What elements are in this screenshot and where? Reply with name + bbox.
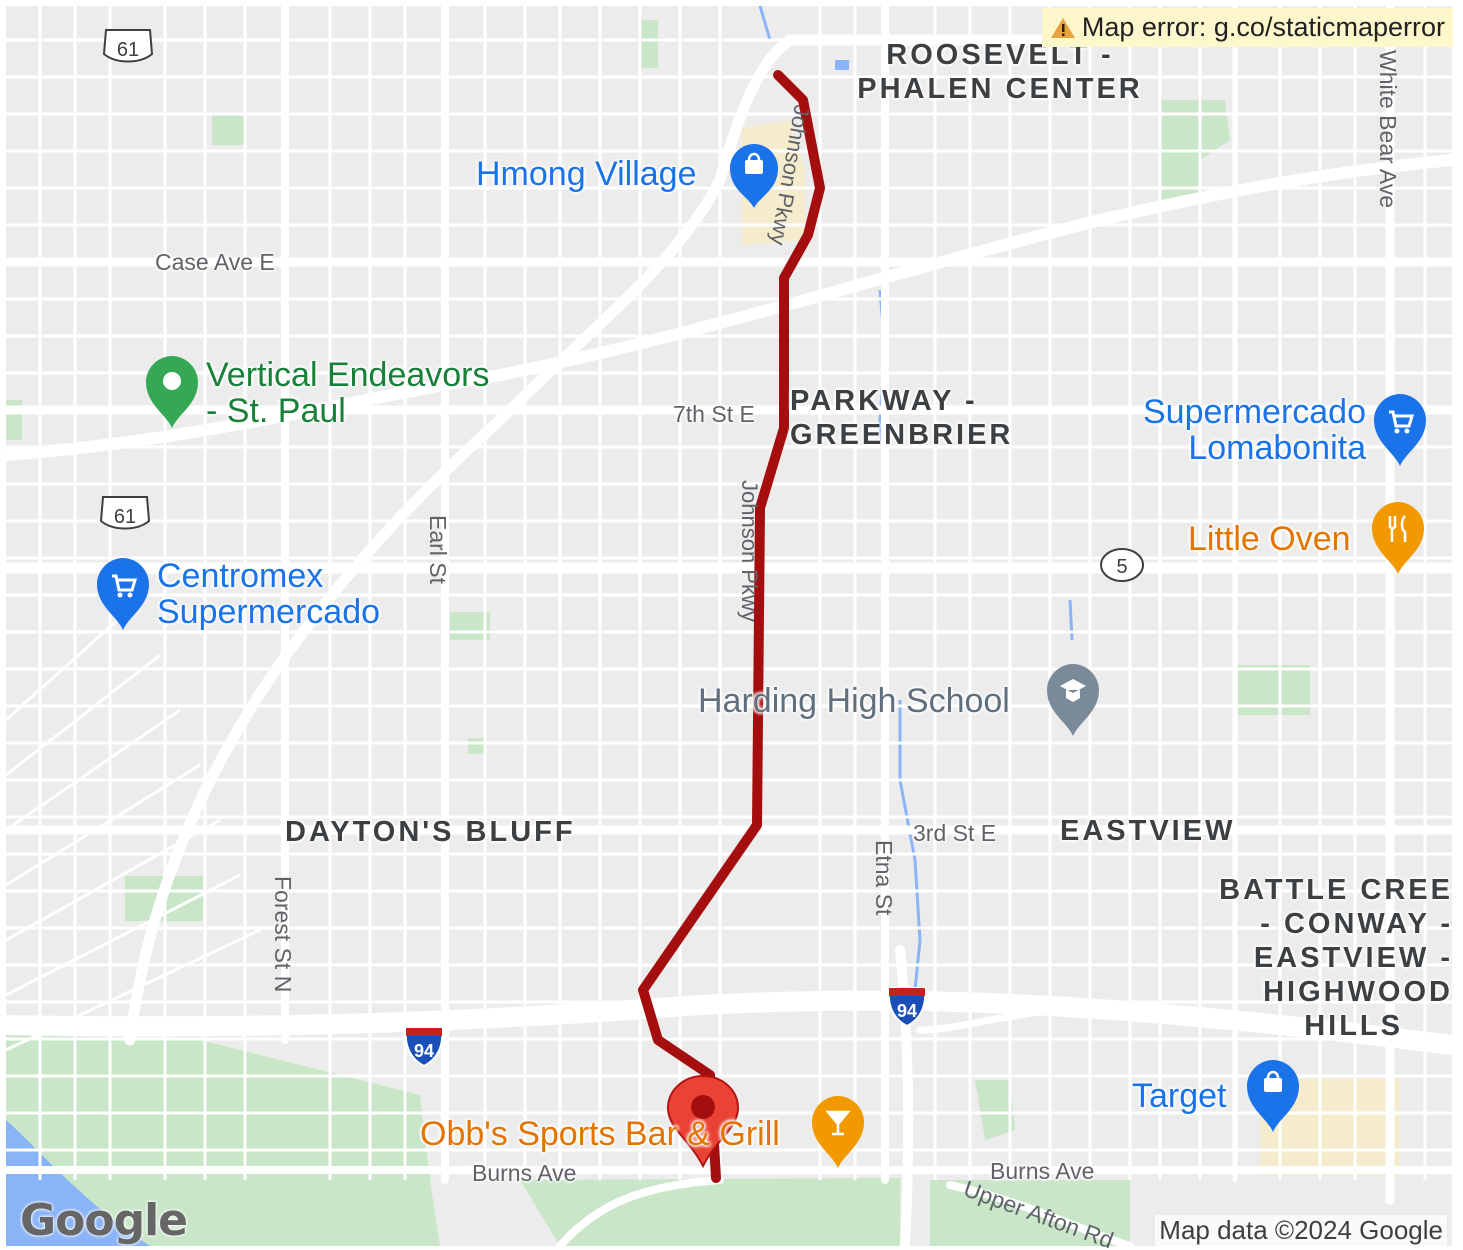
neighborhood-parkway-line2: GREENBRIER xyxy=(790,419,1014,451)
neighborhood-parkway-line1: PARKWAY - xyxy=(790,385,978,417)
street-white-bear: White Bear Ave xyxy=(1375,50,1401,208)
us61-top-shield-icon: 61 xyxy=(102,29,154,63)
route-line[interactable] xyxy=(638,70,825,1183)
street-earl: Earl St xyxy=(425,515,451,585)
obbs-bar-icon[interactable] xyxy=(812,1096,864,1168)
mn5-label: 5 xyxy=(1116,556,1127,578)
neighborhood-battle-line1: BATTLE CREE xyxy=(1219,874,1453,906)
mn5-shield-icon: 5 xyxy=(1100,548,1144,582)
street-grid xyxy=(4,6,1452,1180)
us61-top-label: 61 xyxy=(117,39,139,61)
target-icon[interactable] xyxy=(1247,1060,1299,1132)
centromex-icon[interactable] xyxy=(97,558,149,630)
neighborhood-battle-line2: - CONWAY - xyxy=(1260,908,1453,940)
street-etna: Etna St xyxy=(871,840,897,916)
destination-pin-icon[interactable] xyxy=(666,1074,740,1169)
poi-supermercado-line2: Lomabonita xyxy=(1188,429,1366,467)
neighborhood-roosevelt-line2: PHALEN CENTER xyxy=(857,73,1143,105)
map-error-banner[interactable]: Map error: g.co/staticmaperror xyxy=(1041,8,1453,47)
poi-centromex[interactable]: Centromex Supermercado xyxy=(157,558,380,630)
supermercado-lomabonita-icon[interactable] xyxy=(1374,394,1426,466)
neighborhood-battle-creek: BATTLE CREE - CONWAY - EASTVIEW - HIGHWO… xyxy=(1219,873,1453,1043)
poi-supermercado-lomabonita[interactable]: Supermercado Lomabonita xyxy=(1143,394,1366,466)
neighborhood-roosevelt: ROOSEVELT - PHALEN CENTER xyxy=(845,38,1155,106)
warning-icon xyxy=(1050,17,1075,38)
neighborhood-daytons-bluff: DAYTON'S BLUFF xyxy=(285,816,576,848)
i94-west-label: 94 xyxy=(414,1041,434,1061)
i94-east-label: 94 xyxy=(897,1001,917,1021)
street-burns-east: Burns Ave xyxy=(990,1158,1095,1184)
poi-centromex-line2: Supermercado xyxy=(157,593,381,631)
poi-harding-high-school[interactable]: Harding High School xyxy=(698,682,1010,720)
neighborhood-battle-line4: HIGHWOOD xyxy=(1263,976,1453,1008)
street-case-ave: Case Ave E xyxy=(155,249,275,275)
poi-little-oven[interactable]: Little Oven xyxy=(1188,520,1351,558)
i94-east-shield-icon: 94 xyxy=(887,987,927,1028)
poi-vertical-endeavors[interactable]: Vertical Endeavors - St. Paul xyxy=(206,357,490,429)
poi-obbs-sports-bar[interactable]: Obb's Sports Bar & Grill xyxy=(420,1115,780,1153)
minor-street xyxy=(5,873,241,997)
poi-hmong-village[interactable]: Hmong Village xyxy=(476,155,697,193)
poi-vertical-endeavors-line1: Vertical Endeavors xyxy=(206,356,490,394)
neighborhood-battle-line5: HILLS xyxy=(1304,1010,1403,1042)
google-logo: Google xyxy=(20,1195,188,1246)
us61-mid-shield-icon: 61 xyxy=(99,496,151,530)
minor-street xyxy=(5,653,161,777)
poi-supermercado-line1: Supermercado xyxy=(1142,393,1366,431)
neighborhood-eastview: EASTVIEW xyxy=(1060,815,1236,847)
poi-centromex-line1: Centromex xyxy=(157,557,324,595)
us61-mid-label: 61 xyxy=(114,506,136,528)
street-7th: 7th St E xyxy=(673,401,755,427)
poi-vertical-endeavors-line2: - St. Paul xyxy=(206,392,346,430)
street-burns-west: Burns Ave xyxy=(472,1160,577,1186)
neighborhood-battle-line3: EASTVIEW - xyxy=(1253,942,1453,974)
map-error-text: Map error: g.co/staticmaperror xyxy=(1081,12,1445,42)
vertical-endeavors-icon[interactable] xyxy=(146,356,198,428)
street-3rd: 3rd St E xyxy=(913,820,997,846)
street-forest: Forest St N xyxy=(270,876,296,992)
little-oven-icon[interactable] xyxy=(1372,502,1424,574)
map-attribution[interactable]: Map data ©2024 Google xyxy=(1155,1215,1447,1246)
poi-target[interactable]: Target xyxy=(1132,1077,1227,1115)
water xyxy=(6,60,849,1246)
minor-street xyxy=(5,763,201,887)
minor-street xyxy=(5,708,181,832)
hmong-village-icon[interactable] xyxy=(730,144,778,208)
i94-west-shield-icon: 94 xyxy=(404,1027,444,1068)
street-johnson-pkwy-mid: Johnson Pkwy xyxy=(737,480,762,622)
neighborhood-parkway: PARKWAY - GREENBRIER xyxy=(790,384,1035,452)
harding-school-icon[interactable] xyxy=(1047,664,1099,736)
